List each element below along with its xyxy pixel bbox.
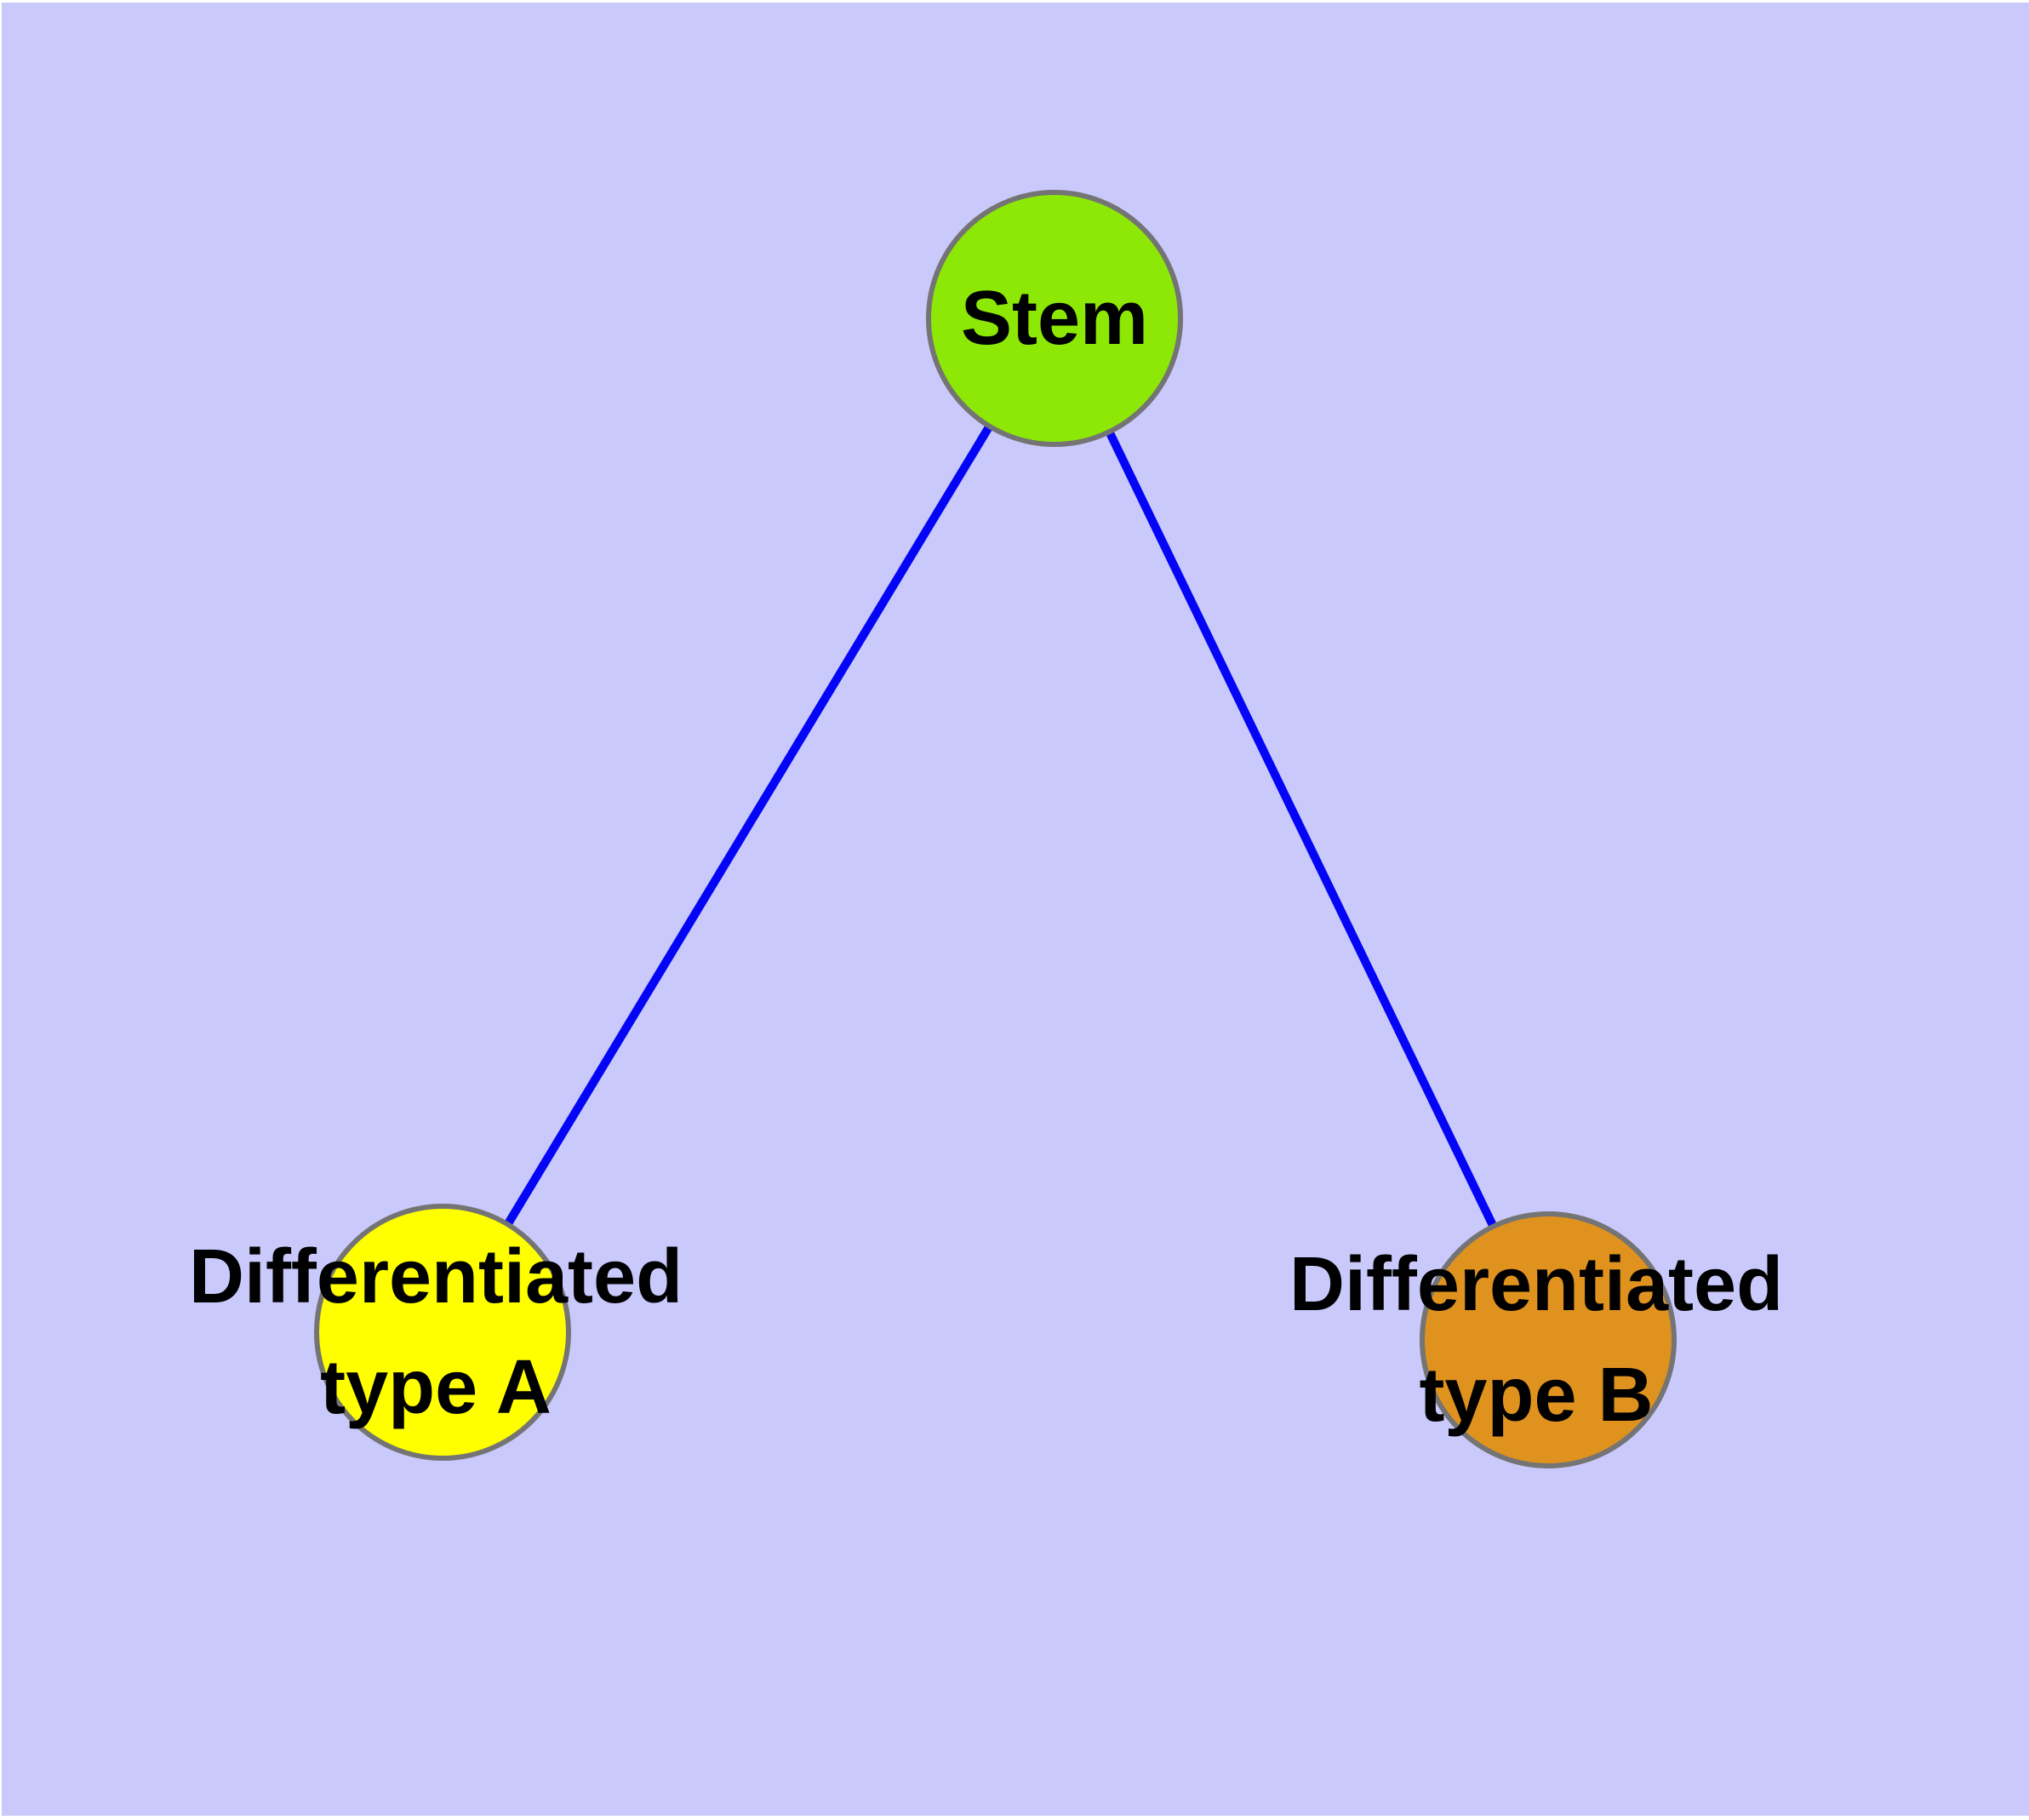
node-type-b-circle <box>1420 1211 1677 1468</box>
node-stem-label: Stem <box>960 276 1149 361</box>
node-type-a-circle <box>314 1204 571 1461</box>
node-type-b-label: Differentiated type B <box>1289 1229 1783 1451</box>
node-type-a-label-line-2: type A <box>320 1345 552 1430</box>
node-type-a-label-line-1: Differentiated <box>188 1234 683 1319</box>
node-type-b-label-line-1: Differentiated <box>1289 1242 1784 1327</box>
node-stem-circle <box>926 190 1183 447</box>
node-type-a-label: Differentiated type A <box>189 1222 683 1443</box>
edge-stem-to-type-a <box>438 316 1059 1335</box>
node-type-b-label-line-2: type B <box>1419 1353 1654 1438</box>
edge-stem-to-type-b <box>1050 316 1552 1342</box>
